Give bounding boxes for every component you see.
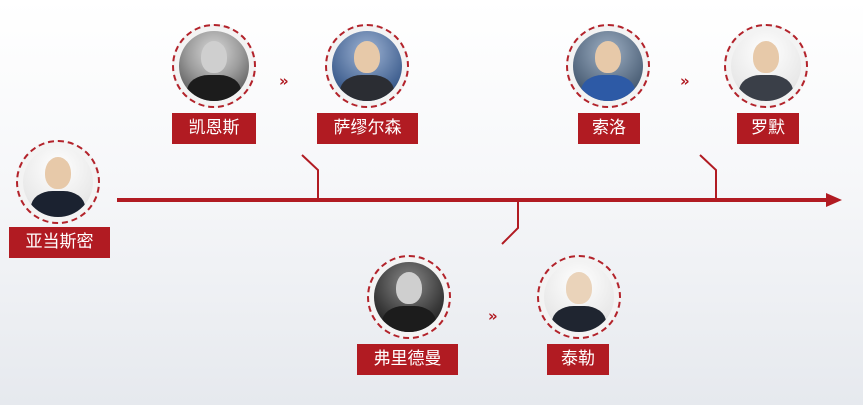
connector-solow [699,154,717,198]
keynes-portrait [172,24,256,108]
smith-label: 亚当斯密 [9,227,110,258]
connector-friedman [501,202,519,245]
solow-portrait [566,24,650,108]
samuelson-label: 萨缪尔森 [317,113,418,144]
friedman-label: 弗里德曼 [357,344,458,375]
solow-label: 索洛 [578,113,640,144]
arrow-solow-romer: » [680,72,690,90]
thaler-portrait [537,255,621,339]
timeline-arrowhead [826,193,842,207]
keynes-label: 凯恩斯 [172,113,256,144]
friedman-portrait [367,255,451,339]
romer-portrait [724,24,808,108]
arrow-friedman-thaler: » [488,307,498,325]
arrow-keynes-samuelson: » [279,72,289,90]
samuelson-portrait [325,24,409,108]
smith-portrait [16,140,100,224]
thaler-label: 泰勒 [547,344,609,375]
romer-label: 罗默 [737,113,799,144]
connector-keynes [301,154,319,198]
